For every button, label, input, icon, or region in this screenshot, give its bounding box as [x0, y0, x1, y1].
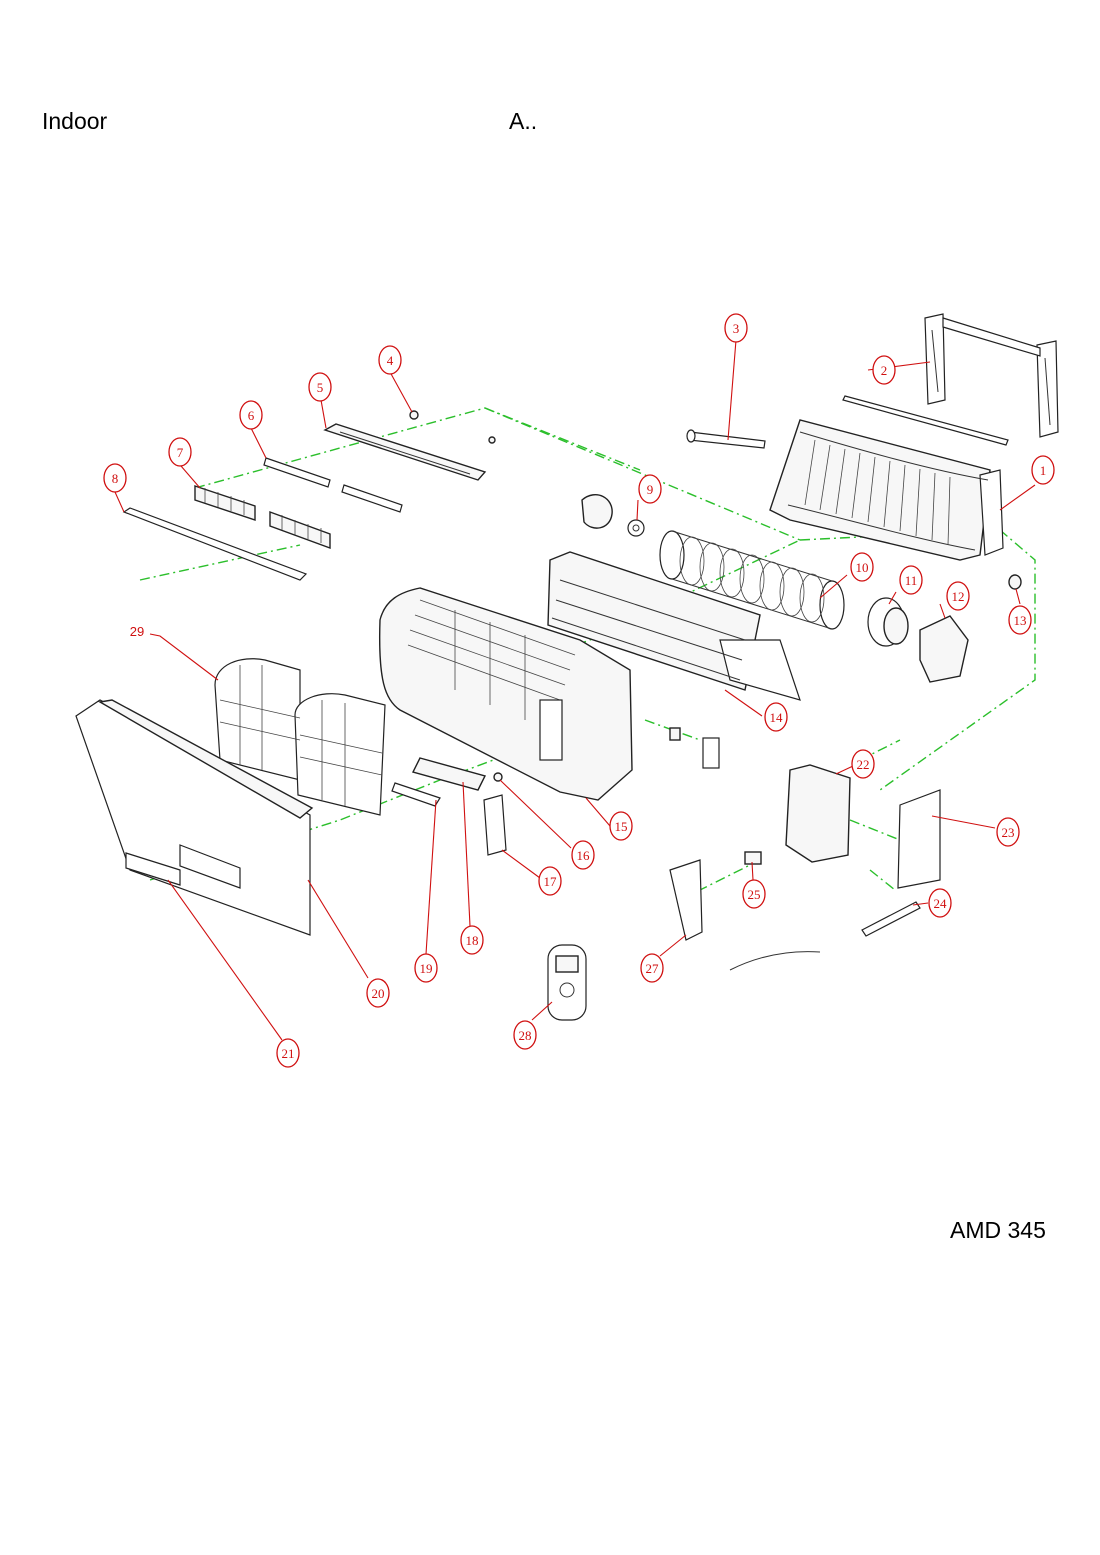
callout-27: 27: [640, 953, 664, 983]
svg-text:23: 23: [1002, 825, 1015, 840]
sensor: [669, 727, 681, 741]
callout-6: 6: [239, 400, 263, 430]
svg-text:7: 7: [177, 445, 184, 460]
screw-small: [488, 436, 496, 444]
svg-text:9: 9: [647, 482, 654, 497]
callout-11: 11: [899, 565, 923, 595]
callout-12: 12: [946, 581, 970, 611]
svg-text:1: 1: [1040, 463, 1047, 478]
svg-text:27: 27: [646, 961, 660, 976]
display-board: [483, 794, 507, 856]
callout-9: 9: [638, 474, 662, 504]
svg-text:4: 4: [387, 353, 394, 368]
fan-motor: [867, 597, 909, 647]
signal-strip: [391, 782, 441, 807]
air-filters: [214, 658, 386, 816]
bearing-holder: [581, 494, 645, 537]
page-letter: A..: [509, 108, 538, 134]
callout-28: 28: [513, 1020, 537, 1050]
callouts: 1 2 3 4 5 6 7 8 9 10 11 12 13 14 15 16 1…: [103, 313, 1055, 1068]
callout-17: 17: [538, 866, 562, 896]
svg-text:22: 22: [857, 757, 870, 772]
svg-text:10: 10: [856, 560, 869, 575]
svg-text:17: 17: [544, 874, 558, 889]
callout-19: 19: [414, 953, 438, 983]
drain-rod: [842, 395, 1009, 446]
callout-13: 13: [1008, 605, 1032, 635]
svg-text:29: 29: [130, 624, 144, 639]
svg-text:13: 13: [1014, 613, 1027, 628]
svg-text:6: 6: [248, 408, 255, 423]
control-buttons: [125, 852, 181, 886]
mounting-plate: [924, 313, 1059, 438]
sensor-bracket: [669, 859, 703, 941]
display-bracket: [411, 757, 487, 791]
evaporator: [547, 551, 801, 701]
callout-18: 18: [460, 925, 484, 955]
callout-15: 15: [609, 811, 633, 841]
callout-2: 2: [872, 355, 896, 385]
leader-lines: [114, 339, 1036, 1041]
remote-controller: [547, 944, 587, 1021]
svg-text:5: 5: [317, 380, 324, 395]
chassis-housing: [769, 419, 1004, 561]
callout-4: 4: [378, 345, 402, 375]
callout-23: 23: [996, 817, 1020, 847]
callout-8: 8: [103, 463, 127, 493]
callout-21: 21: [276, 1038, 300, 1068]
terminal-block: [744, 851, 762, 865]
svg-text:8: 8: [112, 471, 119, 486]
svg-text:3: 3: [733, 321, 740, 336]
svg-text:20: 20: [372, 986, 385, 1001]
sensor-cover: [702, 737, 720, 769]
callout-20: 20: [366, 978, 390, 1008]
svg-text:12: 12: [952, 589, 965, 604]
evaporator-tube: [686, 429, 766, 449]
callout-3: 3: [724, 313, 748, 343]
svg-text:21: 21: [282, 1046, 295, 1061]
svg-text:16: 16: [577, 848, 591, 863]
front-panel: [75, 699, 314, 936]
svg-text:14: 14: [770, 710, 784, 725]
front-frame: [378, 587, 633, 801]
section-label: Indoor: [42, 108, 108, 134]
callout-22: 22: [851, 749, 875, 779]
cable-clamp: [861, 901, 921, 937]
callout-16: 16: [571, 840, 595, 870]
svg-text:18: 18: [466, 933, 479, 948]
callout-24: 24: [928, 888, 952, 918]
svg-text:2: 2: [881, 363, 888, 378]
vertical-louvers: [194, 485, 331, 550]
callout-29: 29: [130, 624, 144, 639]
screw-front: [493, 772, 503, 782]
louver-linkage: [263, 457, 403, 513]
callout-25: 25: [742, 879, 766, 909]
svg-text:15: 15: [615, 819, 628, 834]
callout-10: 10: [850, 552, 874, 582]
callout-7: 7: [168, 437, 192, 467]
electric-control-box: [785, 764, 851, 863]
svg-text:28: 28: [519, 1028, 532, 1043]
svg-text:19: 19: [420, 961, 433, 976]
electric-box-cover: [897, 789, 941, 889]
svg-text:25: 25: [748, 887, 761, 902]
power-cord: [729, 951, 821, 971]
svg-text:24: 24: [934, 896, 948, 911]
screw: [409, 410, 419, 420]
model-number: AMD 345: [950, 1217, 1046, 1243]
svg-text:11: 11: [905, 573, 918, 588]
callout-14: 14: [764, 702, 788, 732]
motor-cover: [919, 615, 969, 683]
callout-1: 1: [1031, 455, 1055, 485]
connecting-rod: [122, 507, 308, 581]
rubber-plug: [1008, 574, 1022, 590]
callout-5: 5: [308, 372, 332, 402]
